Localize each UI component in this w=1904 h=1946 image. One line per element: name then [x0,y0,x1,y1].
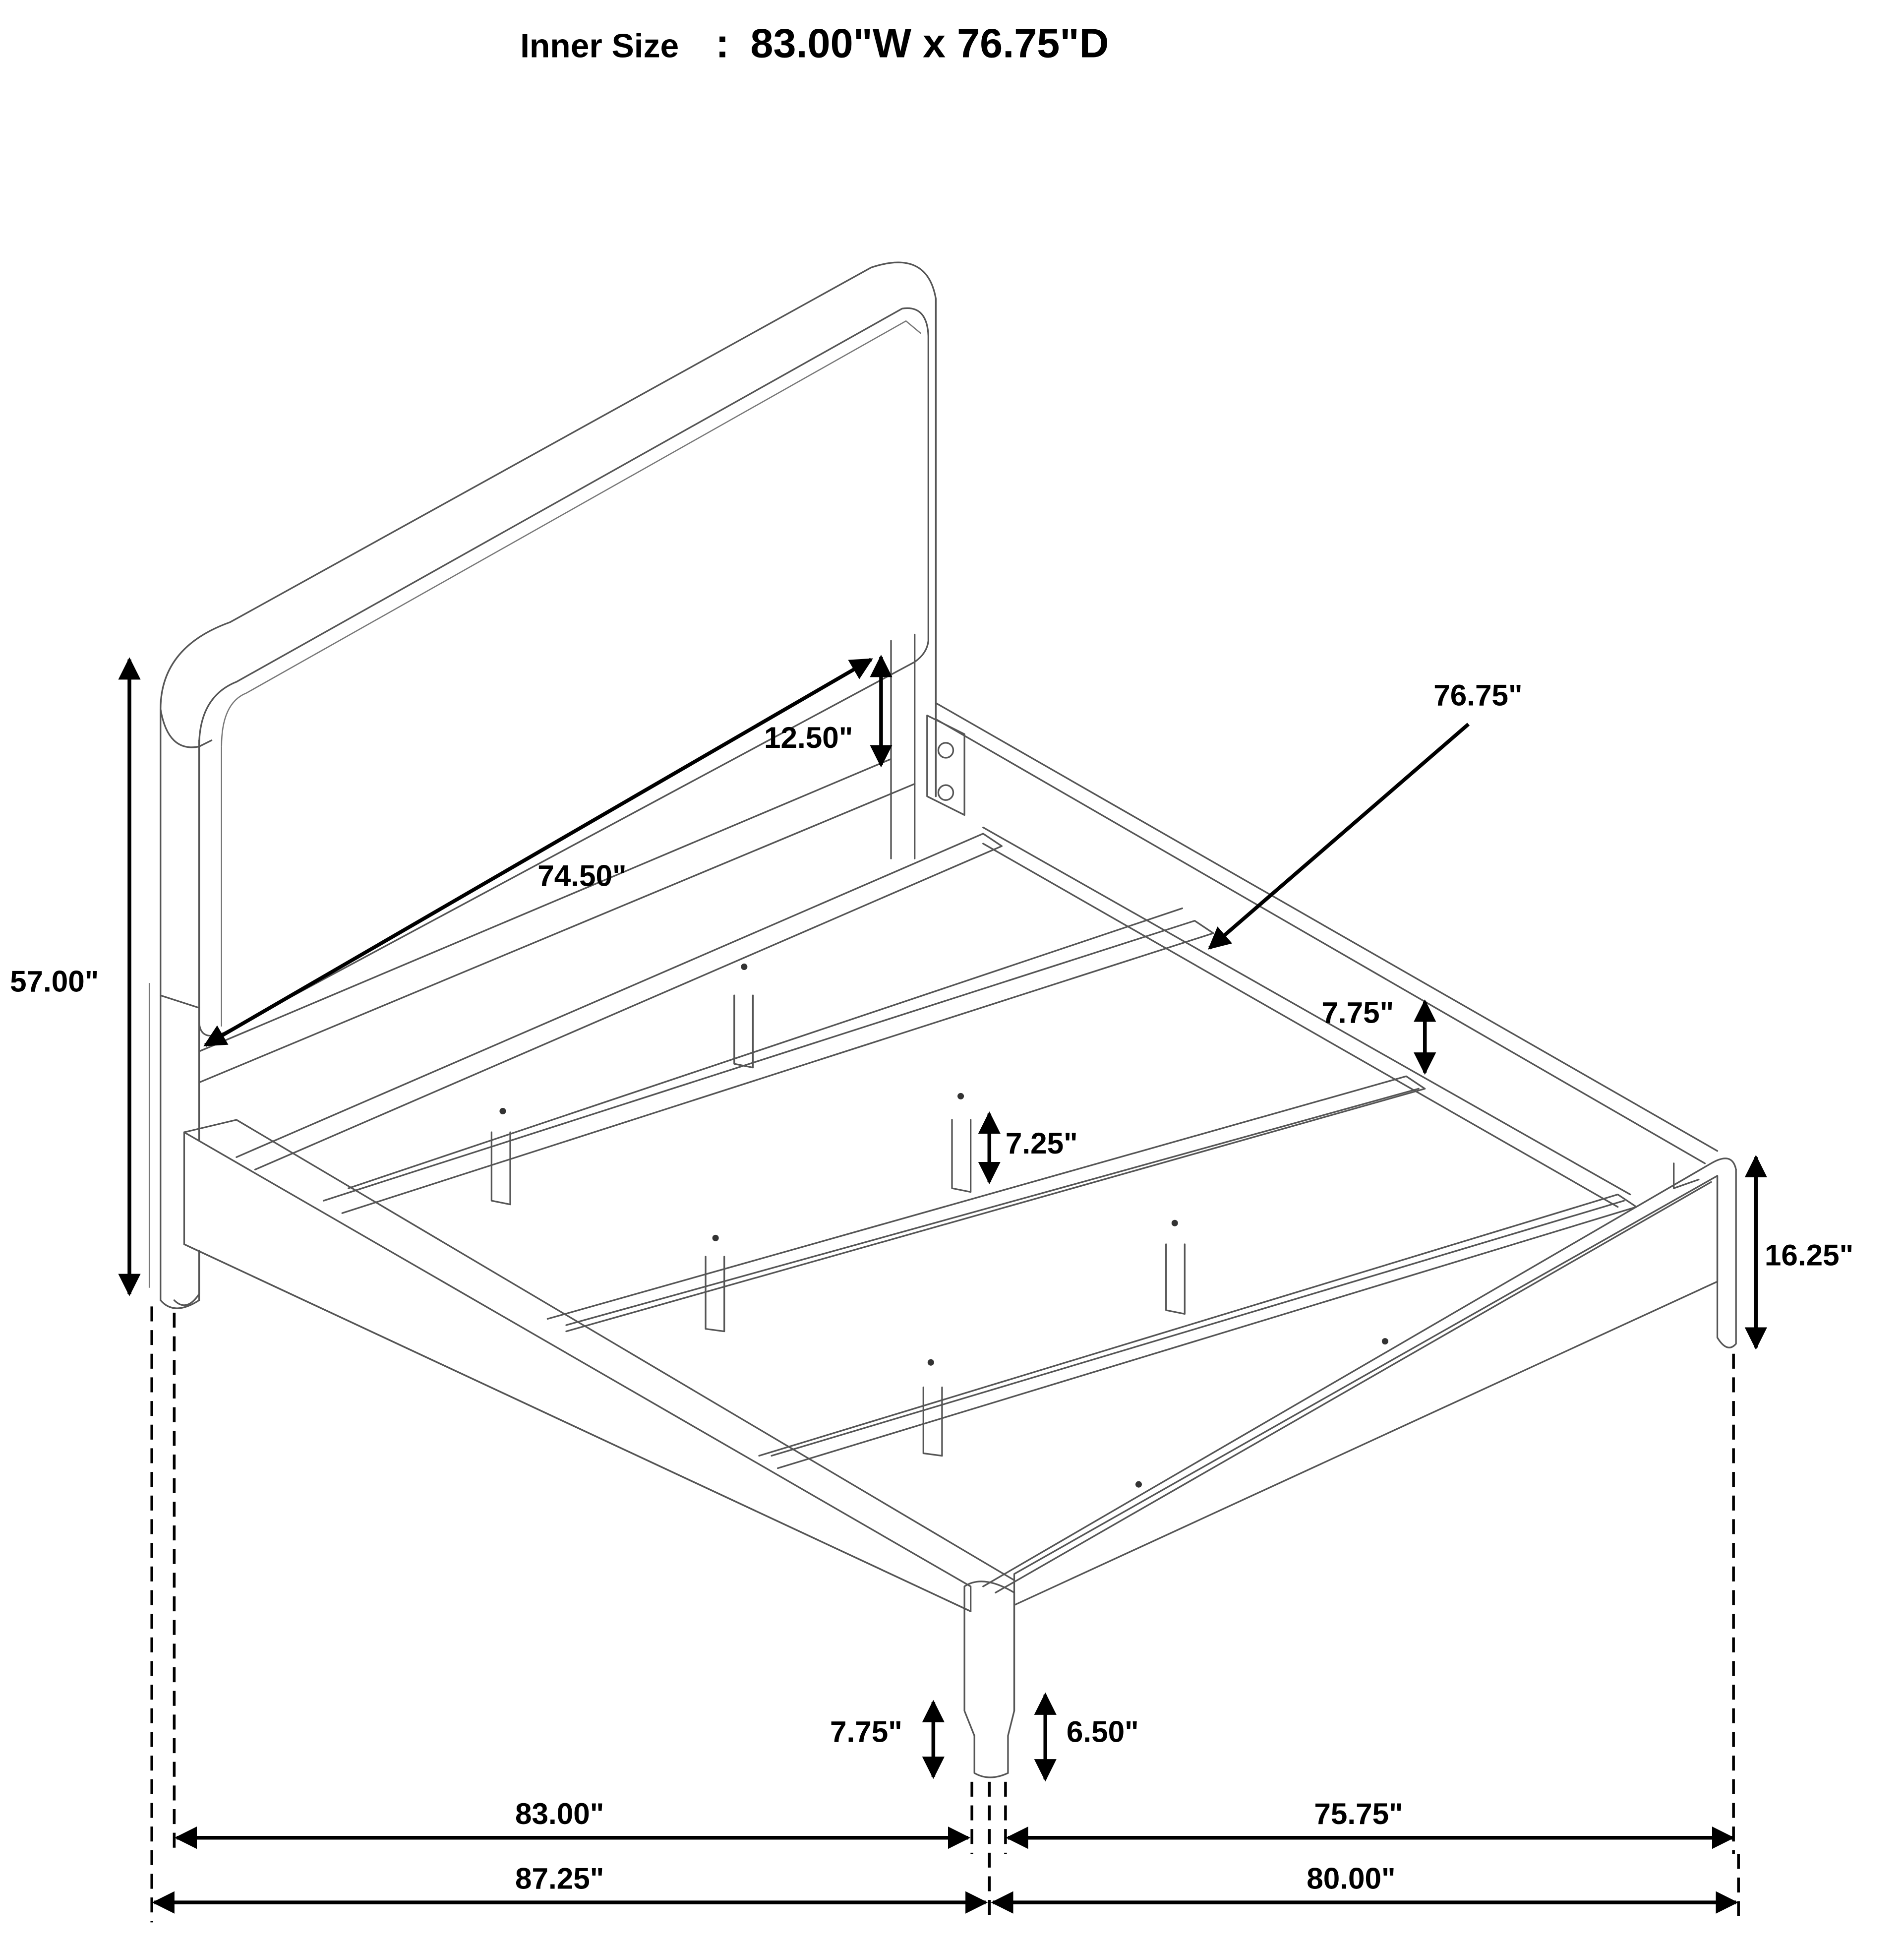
right-side-rail [935,702,1719,1208]
center-leg [733,994,754,1069]
dim-clearance-right-label: 6.50" [1067,1715,1139,1749]
dim-headboard-gap-label: 12.50" [764,721,853,754]
slat [546,1075,1426,1333]
dim-overall-height-label: 57.00" [10,965,99,998]
dim-headboard-gap: 12.50" [764,655,892,768]
slat [758,1193,1638,1469]
inner-size-title: Inner Size : 83.00"W x 76.75"D [520,20,1109,66]
side-rail-bracket [926,715,965,816]
center-leg [705,1256,725,1333]
dim-outer-width: 87.25" [152,1862,988,1914]
dim-inner-depth-label: 76.75" [1433,678,1522,712]
slat [322,919,1214,1214]
left-side-rail [173,1119,1015,1612]
bolt-hole [937,784,954,801]
dim-side-rail-height: 7.75" [1321,995,1436,1075]
dim-outer-length: 80.00" [991,1862,1738,1914]
dim-headboard-panel-width-label: 74.50" [537,858,626,892]
center-leg [1165,1243,1186,1315]
dim-inner-length-label: 75.75" [1314,1797,1403,1830]
dim-slat-support-height: 7.25" [978,1111,1078,1185]
dim-side-rail-height-label: 7.75" [1321,995,1394,1029]
extension-lines [150,1306,1740,1923]
dim-slat-support-height-label: 7.25" [1006,1126,1078,1160]
dim-overall-height: 57.00" [10,657,141,1296]
foot-post [963,1581,1015,1778]
dim-outer-width-label: 87.25" [515,1862,604,1895]
headboard-panel [198,307,929,1037]
headboard [148,261,937,1309]
dim-inner-length: 75.75" [1006,1797,1735,1849]
dim-footboard-height: 16.25" [1744,1155,1853,1350]
dim-footboard-height-label: 16.25" [1765,1238,1853,1272]
bolt-hole [937,742,954,759]
inner-size-value: 83.00"W x 76.75"D [750,20,1109,66]
dim-clearance-left: 7.75" [830,1700,945,1779]
center-leg [490,1131,511,1206]
dim-inner-depth: 76.75" [1208,678,1523,950]
dim-outer-length-label: 80.00" [1307,1862,1395,1895]
dim-inner-width-label: 83.00" [515,1797,604,1830]
dim-clearance-right: 6.50" [1034,1692,1139,1782]
inner-size-separator: : [715,20,729,66]
footboard [963,1157,1737,1778]
dim-clearance-left-label: 7.75" [830,1715,902,1749]
center-leg [922,1386,943,1457]
inner-size-label: Inner Size [520,27,679,64]
dim-inner-width: 83.00" [174,1797,971,1849]
dim-headboard-panel-width: 74.50" [203,658,873,1047]
center-leg [951,1119,972,1193]
headboard-outer-frame [160,261,937,1301]
